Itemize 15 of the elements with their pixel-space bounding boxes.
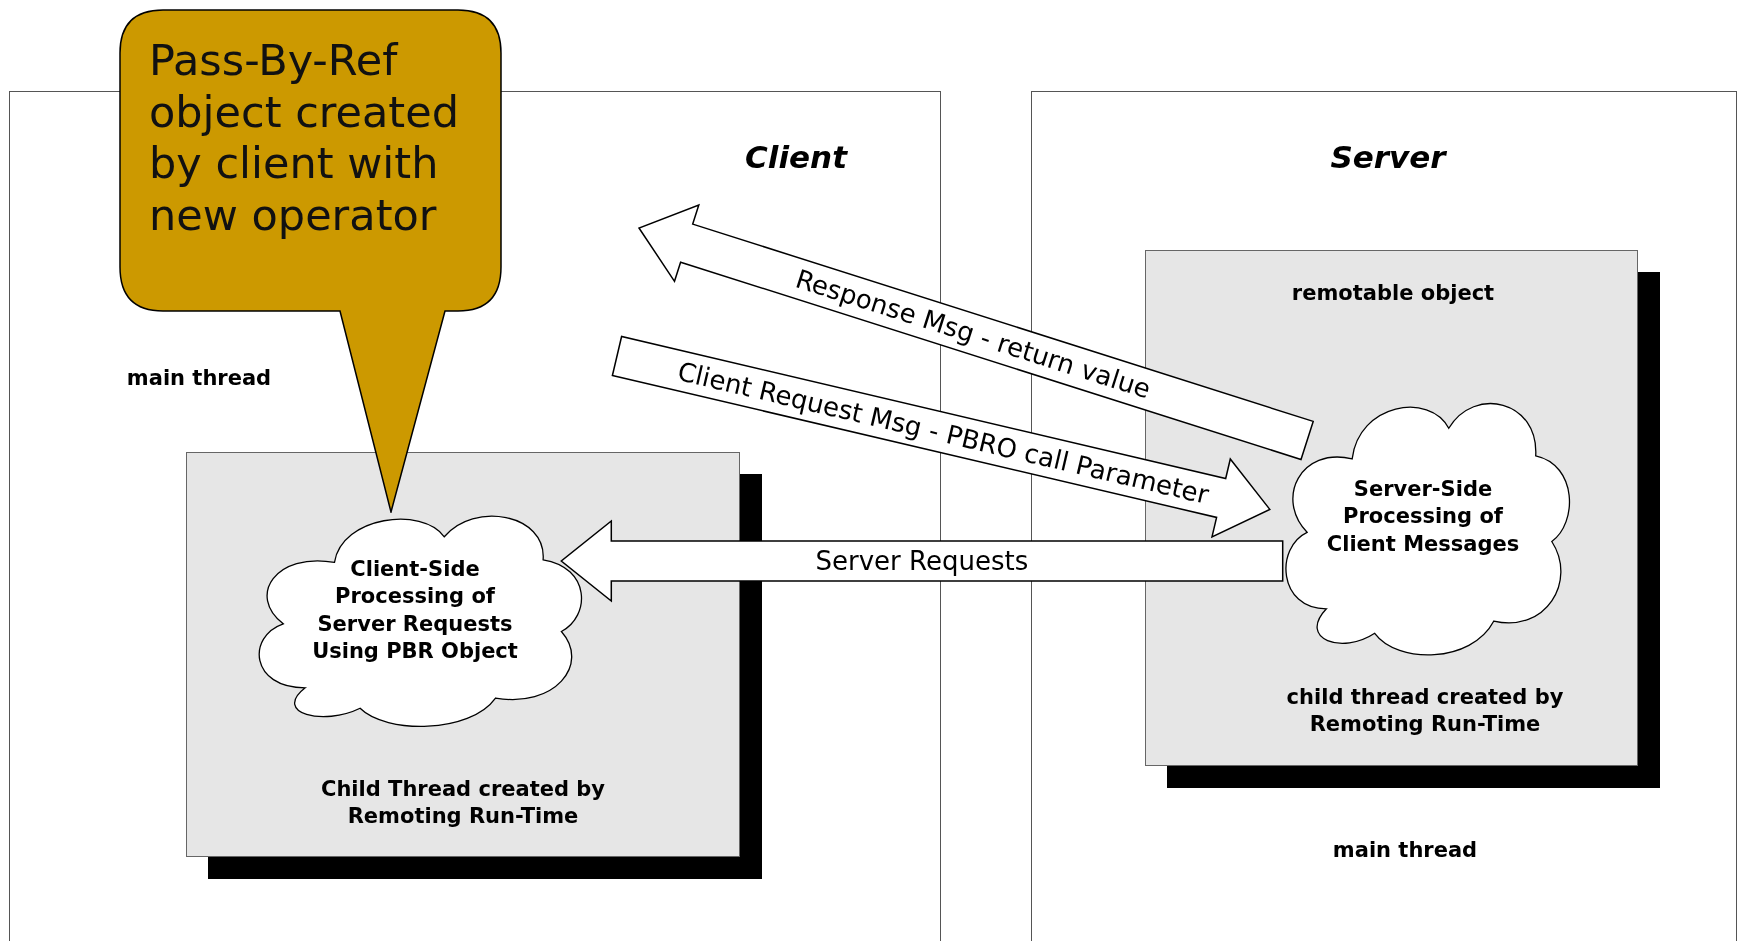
thread-label: main thread (126, 365, 272, 393)
panel-title: Client (745, 137, 847, 177)
box-title: remotable object (1291, 280, 1495, 308)
callout-bubble (119, 9, 502, 513)
edge-label: Server Requests (815, 546, 1029, 576)
thread-label: main thread (1332, 837, 1478, 865)
callout-text: Pass-By-Ref object created by client with new operator (149, 35, 460, 242)
cloud-text: Client-Side Processing of Server Requests Using PBR Object (311, 556, 519, 666)
block-arrow (611, 335, 1271, 539)
block-arrow (637, 203, 1315, 461)
panel-title: Server (1330, 137, 1446, 177)
cloud-text: Server-Side Processing of Client Messages (1325, 476, 1521, 558)
block-arrow (560, 519, 1284, 603)
thread-label: Child Thread created by Remoting Run-Time (319, 775, 607, 830)
thread-label: child thread created by Remoting Run-Time (1285, 683, 1565, 738)
